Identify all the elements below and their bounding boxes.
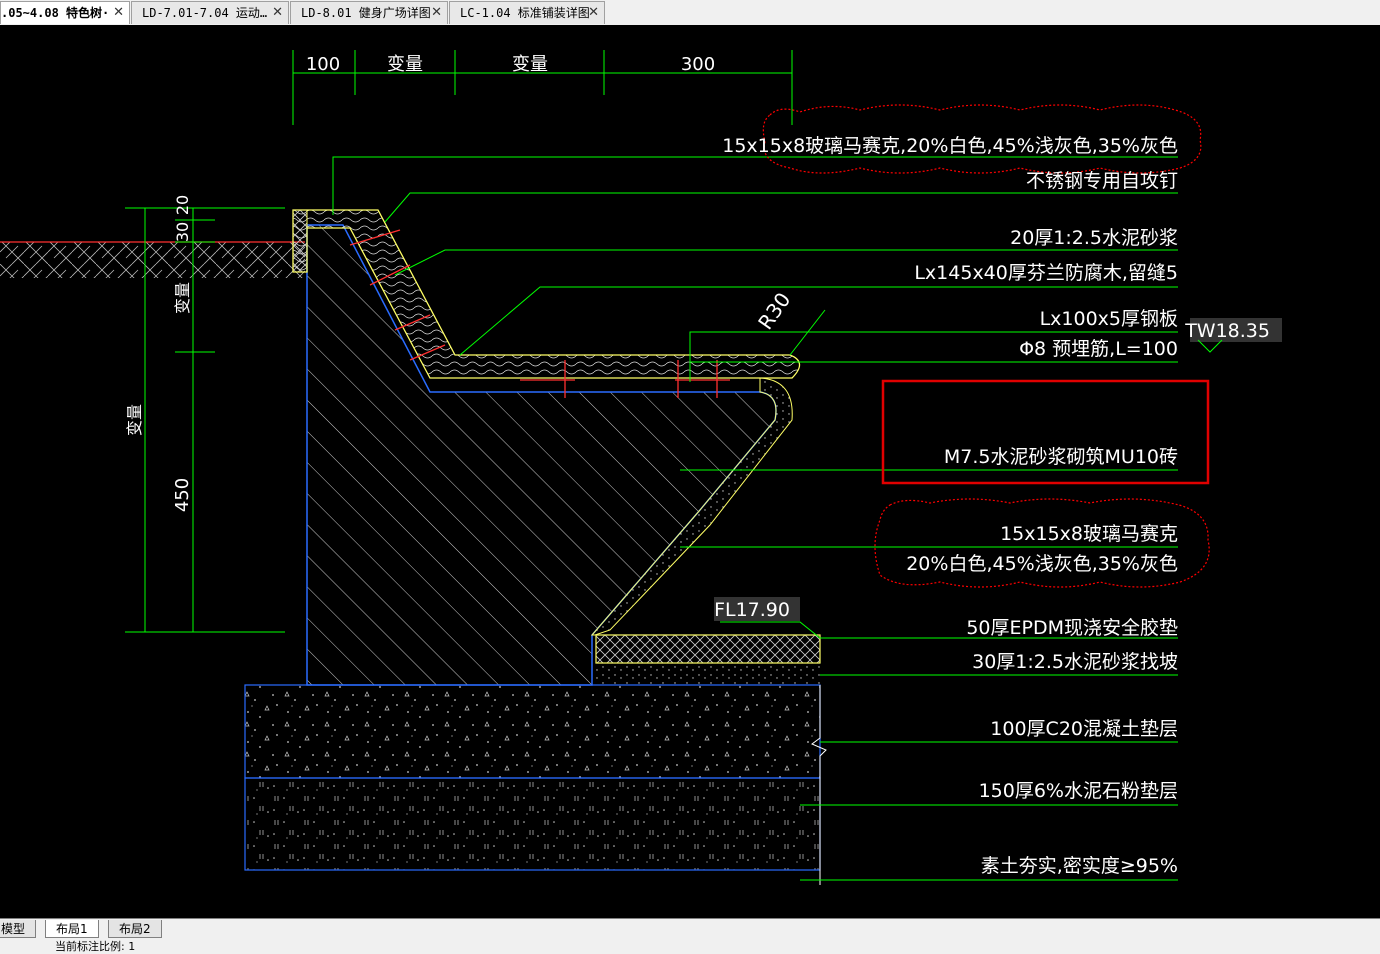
callout-screw: 不锈钢专用自攻钉: [1026, 170, 1178, 192]
base-layers: [244, 684, 827, 885]
callout-mosaic-colors: 20%白色,45%浅灰色,35%灰色: [906, 553, 1178, 575]
document-tab-bar: .05~4.08 特色树·✕ LD-7.01-7.04 运动…✕ LD-8.01…: [0, 0, 1380, 26]
tab-layout1[interactable]: 布局1: [45, 920, 99, 938]
tw-level-text: TW18.35: [1184, 320, 1270, 342]
layout-tab-bar: 模型 布局1 布局2: [0, 918, 1380, 940]
annotation-scale-status: 当前标注比例: 1: [55, 940, 136, 953]
dim-300: 300: [681, 54, 715, 75]
dim-variable-1: 变量: [387, 54, 423, 75]
close-icon[interactable]: ✕: [588, 5, 599, 20]
close-icon[interactable]: ✕: [431, 5, 442, 20]
callout-mosaic-top: 15x15x8玻璃马赛克,20%白色,45%浅灰色,35%灰色: [722, 135, 1178, 157]
callout-concrete: 100厚C20混凝土垫层: [990, 718, 1178, 740]
tw-level-marker: [1190, 318, 1282, 353]
mosaic-front-edge: [590, 377, 793, 636]
callout-brick: M7.5水泥砂浆砌筑MU10砖: [944, 446, 1178, 468]
callout-epdm: 50厚EPDM现浇安全胶垫: [966, 617, 1178, 639]
revision-cloud-bottom: [874, 498, 1210, 588]
epdm-layer: [592, 634, 821, 685]
selection-highlight[interactable]: [881, 379, 1210, 485]
callout-mosaic-front: 15x15x8玻璃马赛克: [1000, 523, 1178, 545]
callout-rebar: Φ8 预埋筋,L=100: [1019, 338, 1178, 360]
close-icon[interactable]: ✕: [113, 5, 124, 20]
status-bar: 当前标注比例: 1: [0, 939, 1380, 954]
tab-drawing-ld701[interactable]: LD-7.01-7.04 运动… ✕: [131, 1, 289, 24]
callout-stone-powder: 150厚6%水泥石粉垫层: [979, 780, 1178, 802]
dim-variable-2: 变量: [512, 54, 548, 75]
tab-drawing-ld801[interactable]: LD-8.01 健身广场详图✕: [290, 1, 448, 24]
fl-level-box: [714, 597, 800, 621]
tab-layout2[interactable]: 布局2: [108, 920, 162, 938]
drawing-canvas[interactable]: 100 变量 变量 300 20 30 变量 变量 450 15x15: [0, 25, 1380, 918]
tab-drawing-lc104[interactable]: LC-1.04 标准铺装详图✕: [449, 1, 605, 24]
dim-20: 20: [173, 195, 192, 215]
dim-variable-total: 变量: [125, 404, 144, 436]
ground-soil: [0, 241, 305, 278]
tab-label: .05~4.08 特色树·: [1, 6, 110, 20]
anchor-bars: [349, 229, 730, 398]
dim-30: 30: [173, 222, 192, 242]
dim-450: 450: [172, 478, 193, 512]
tab-model[interactable]: 模型: [0, 920, 37, 938]
callout-soil: 素土夯实,密实度≥95%: [981, 855, 1178, 877]
fl-level-text: FL17.90: [714, 599, 790, 621]
tab-drawing-405-408[interactable]: .05~4.08 特色树·✕: [0, 1, 130, 24]
callout-mortar-20: 20厚1:2.5水泥砂浆: [1010, 227, 1178, 249]
brick-body: [306, 224, 777, 686]
tab-label: LD-7.01-7.04 运动…: [142, 6, 268, 20]
top-dimension: [292, 50, 793, 125]
left-dimension: [125, 207, 285, 633]
callout-steel-plate: Lx100x5厚钢板: [1040, 308, 1178, 330]
tab-label: LD-8.01 健身广场详图: [301, 6, 431, 20]
callout-mortar-30: 30厚1:2.5水泥砂浆找坡: [972, 651, 1178, 673]
revision-cloud-top: [762, 104, 1202, 174]
dim-variable-left: 变量: [173, 282, 192, 314]
close-icon[interactable]: ✕: [272, 5, 283, 20]
callout-wood: Lx145x40厚芬兰防腐木,留缝5: [914, 262, 1178, 284]
tab-label: LC-1.04 标准铺装详图: [460, 6, 590, 20]
dim-100: 100: [306, 54, 340, 75]
radius-label: R30: [753, 288, 795, 334]
leader-lines: [332, 156, 1178, 881]
